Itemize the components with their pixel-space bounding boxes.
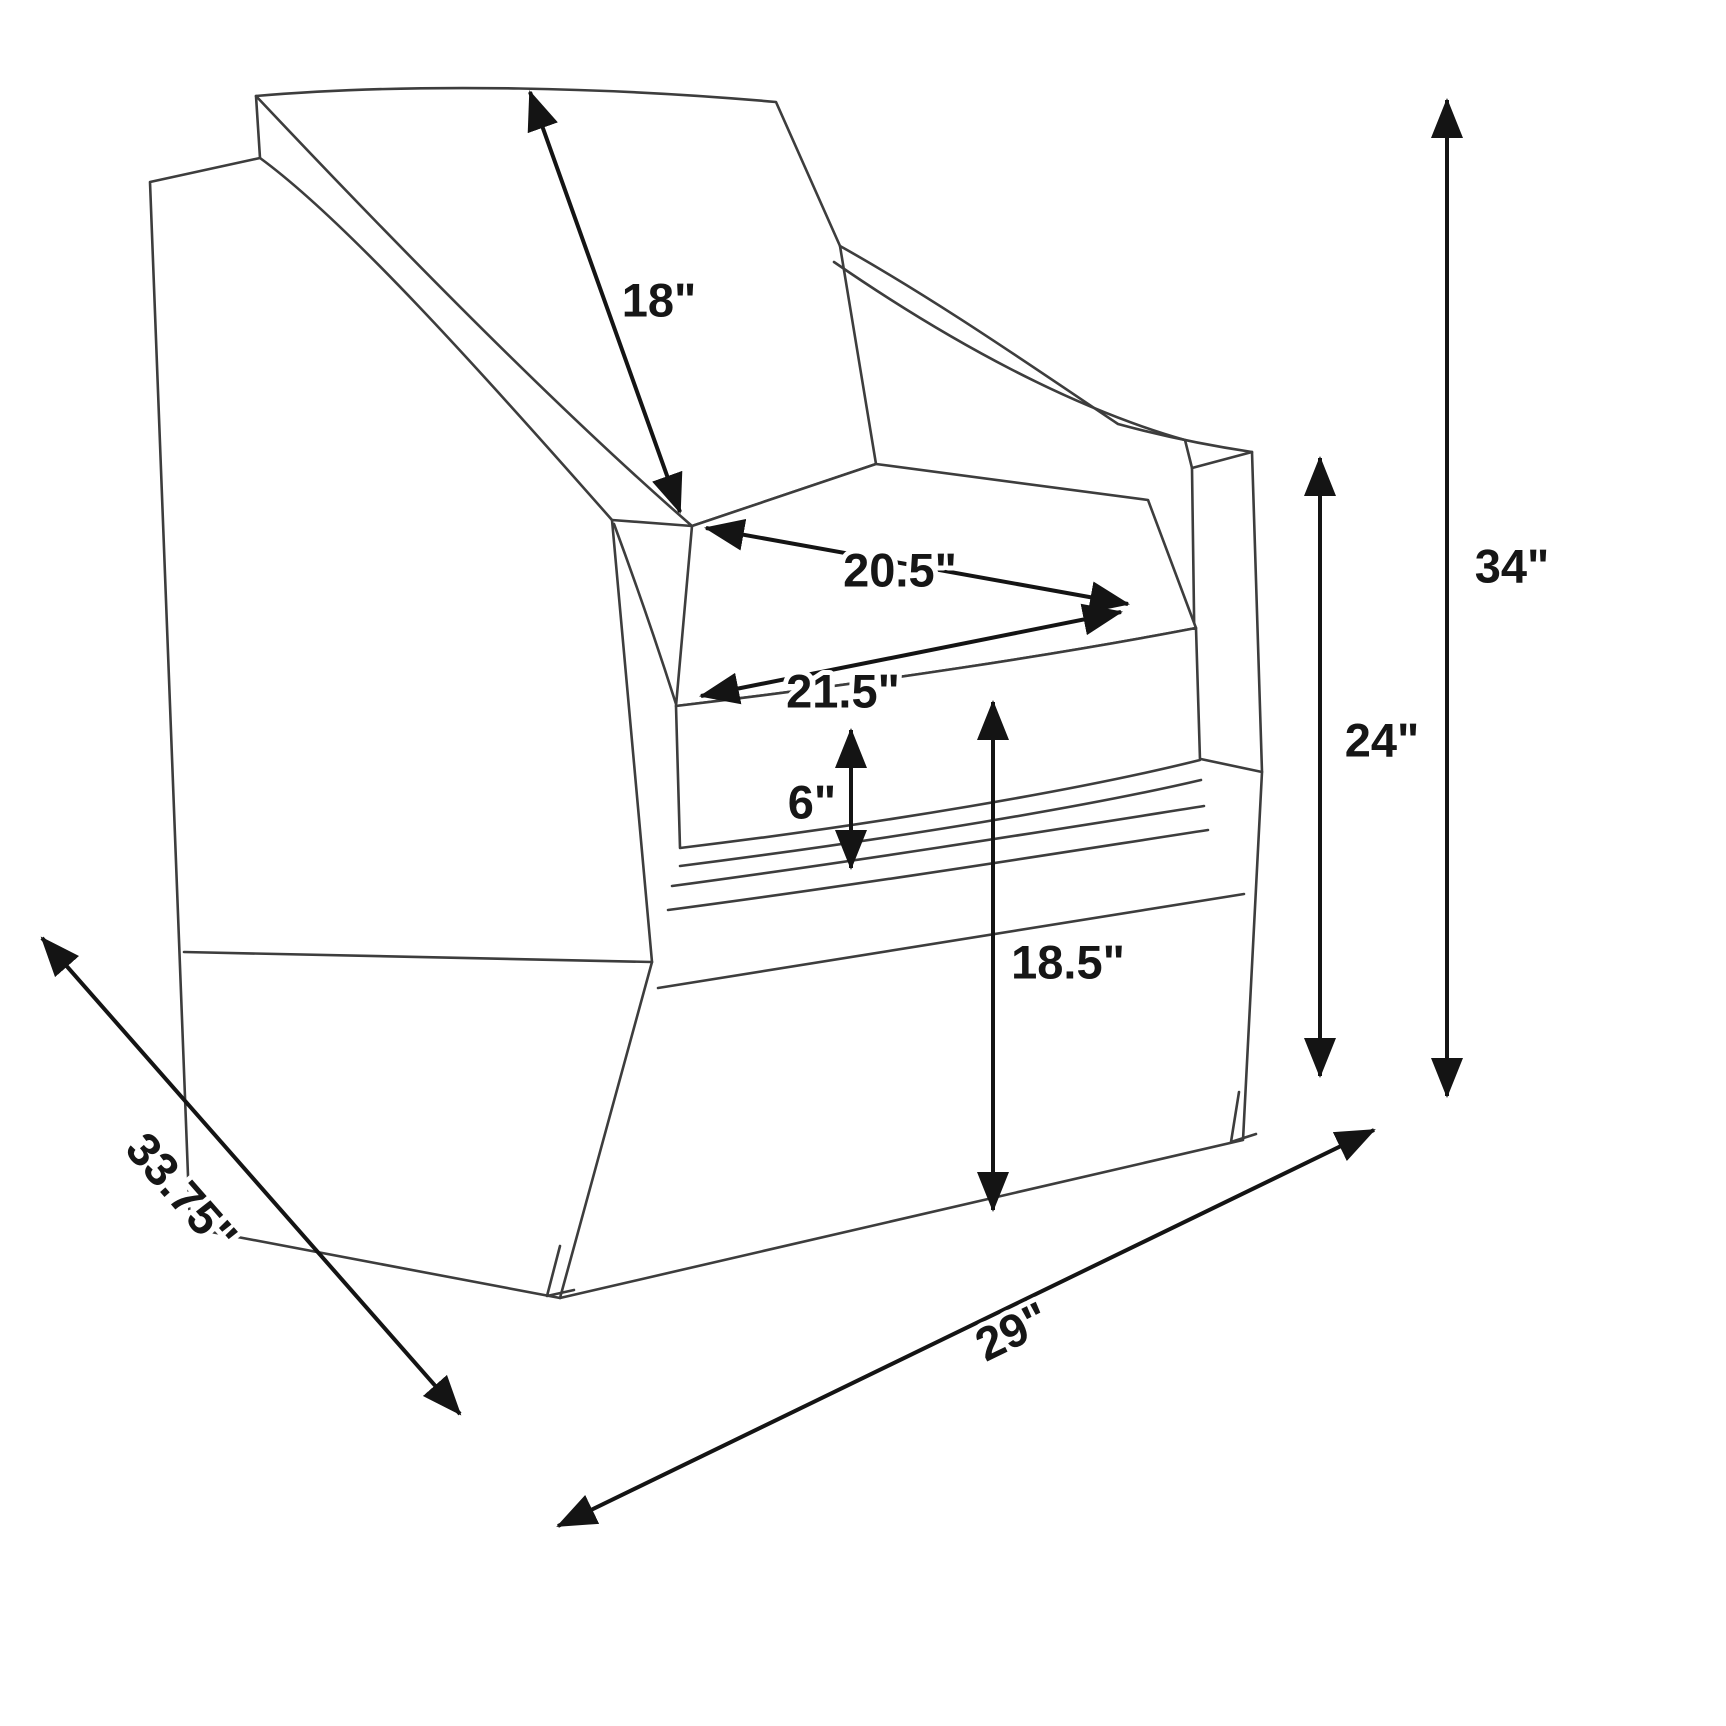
dimension-arm-height: 24"	[1304, 456, 1424, 1078]
left-arm-inner-edge	[612, 522, 678, 706]
dimension-label: 21.5"	[786, 665, 900, 718]
dimension-overall-height: 34"	[1431, 98, 1554, 1098]
dimension-label: 24"	[1345, 714, 1420, 767]
dimension-seat-depth: 20.5"	[704, 518, 1130, 614]
dimension-arrow	[40, 936, 462, 1416]
right-arm-inner-top-edge	[832, 260, 1194, 470]
seat-back-crease	[610, 518, 694, 528]
dimension-label: 6"	[788, 776, 836, 829]
dimension-label: 18"	[622, 274, 697, 327]
dimension-label: 20.5"	[843, 544, 957, 597]
dimension-seat-height: 18.5"	[977, 700, 1130, 1212]
dimension-arrow	[556, 1128, 1376, 1528]
dimension-back-length: 18"	[527, 90, 701, 514]
dimension-cushion-thickness: 6"	[783, 728, 867, 870]
back-cushion-right-edge	[838, 244, 878, 466]
dimension-arrow	[699, 603, 1123, 705]
deck-rail-line-1	[670, 804, 1206, 888]
deck-rail-line-2	[666, 828, 1210, 912]
right-arm-front-seam	[1194, 756, 1264, 774]
dimension-label: 34"	[1475, 540, 1550, 593]
dimension-label: 29"	[967, 1291, 1057, 1371]
dimension-label: 18.5"	[1011, 936, 1125, 989]
dimension-seat-width: 21.5"	[699, 603, 1123, 723]
right-arm-front-top-edge	[1190, 450, 1254, 470]
dimension-arrow	[527, 90, 683, 514]
dimension-arrow	[704, 518, 1130, 614]
